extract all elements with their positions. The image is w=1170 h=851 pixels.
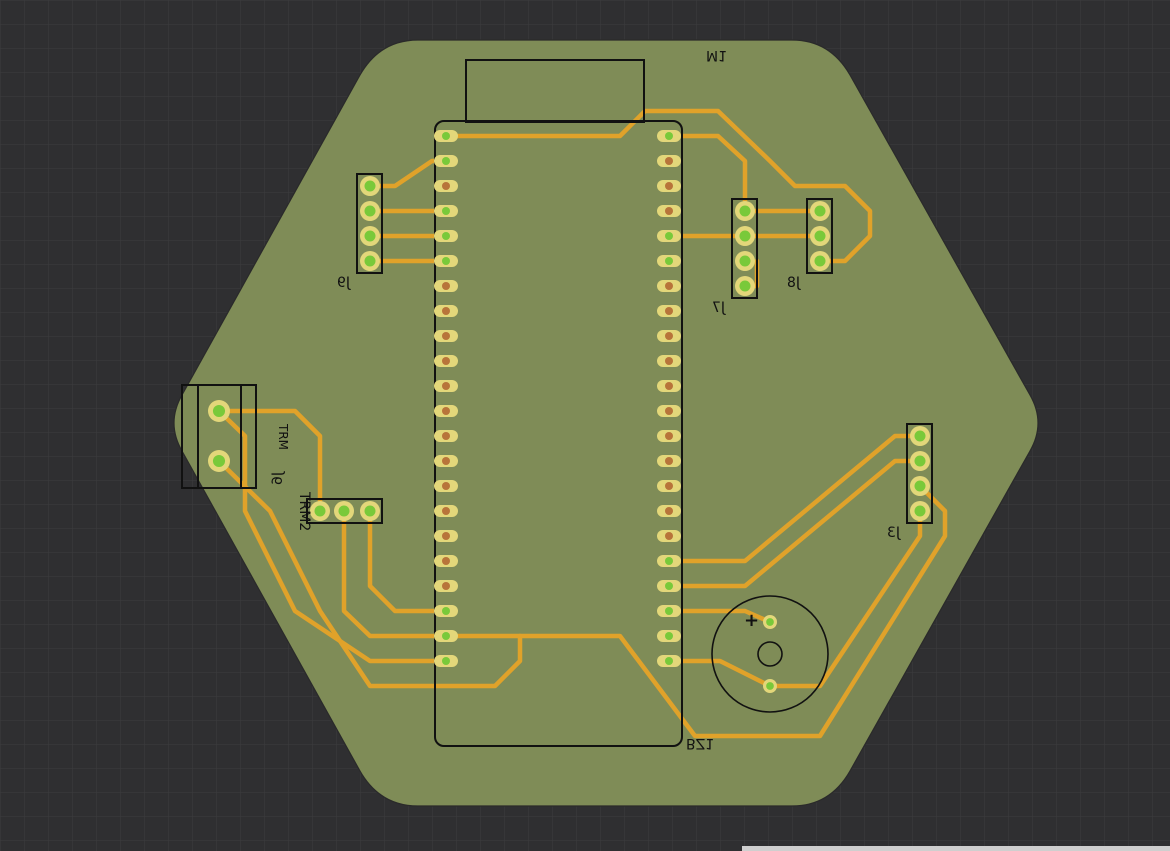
buzzer-pin-positive — [763, 615, 777, 629]
m1-left-pads — [434, 130, 458, 667]
m1-right-pad — [657, 380, 681, 392]
buzzer-pin-negative — [763, 679, 777, 693]
m1-left-pad — [434, 555, 458, 567]
j9-pin — [360, 201, 380, 221]
m1-right-pads — [657, 130, 681, 667]
j9-outline — [356, 173, 383, 274]
label-j8: J8 — [787, 275, 801, 291]
m1-right-pad — [657, 180, 681, 192]
j9-pin — [360, 251, 380, 271]
buzzer-outline — [711, 595, 829, 713]
j7-pin — [735, 276, 755, 296]
m1-left-pad — [434, 480, 458, 492]
j9-pin — [360, 176, 380, 196]
label-bz: BZ1 — [686, 735, 714, 751]
m1-right-pad — [657, 355, 681, 367]
m1-right-pad — [657, 330, 681, 342]
m1-left-pad — [434, 155, 458, 167]
m1-right-pad — [657, 455, 681, 467]
m1-left-pad — [434, 205, 458, 217]
m1-right-pad — [657, 555, 681, 567]
j6-header[interactable] — [306, 498, 383, 524]
j3-pin — [910, 451, 930, 471]
m1-right-pad — [657, 230, 681, 242]
m1-right-pad — [657, 405, 681, 417]
j9-pin — [360, 226, 380, 246]
m1-left-pad — [434, 580, 458, 592]
j7-header[interactable] — [731, 198, 758, 299]
m1-left-pad — [434, 305, 458, 317]
m1-left-pad — [434, 630, 458, 642]
m1-right-pad — [657, 480, 681, 492]
j3-pin — [910, 426, 930, 446]
m1-right-pad — [657, 255, 681, 267]
panel-edge — [742, 846, 1170, 851]
m1-right-pad — [657, 505, 681, 517]
buzzer-center — [757, 641, 783, 667]
label-j7: J7 — [712, 300, 726, 316]
j3-pin — [910, 501, 930, 521]
j8-pin — [810, 251, 830, 271]
m1-right-pad — [657, 530, 681, 542]
m1-left-pad — [434, 230, 458, 242]
label-trm2: TRM2 — [296, 491, 312, 531]
m1-right-pad — [657, 630, 681, 642]
trm-pin — [208, 450, 230, 472]
m1-right-pad — [657, 155, 681, 167]
j7-pin — [735, 226, 755, 246]
m1-left-pad — [434, 380, 458, 392]
j7-pin — [735, 251, 755, 271]
m1-left-pad — [434, 355, 458, 367]
j6-outline — [306, 498, 383, 524]
m1-right-pad — [657, 305, 681, 317]
m1-left-pad — [434, 330, 458, 342]
j8-outline — [806, 198, 833, 274]
m1-left-pad — [434, 605, 458, 617]
buzzer-plus-mark: + — [744, 610, 759, 631]
j3-outline — [906, 423, 933, 524]
trm-terminal-block[interactable] — [181, 384, 257, 489]
j9-header[interactable] — [356, 173, 383, 274]
m1-left-pad — [434, 180, 458, 192]
trm-outline — [181, 384, 257, 489]
label-trm: TRM — [276, 423, 290, 450]
m1-left-pad — [434, 655, 458, 667]
j3-header[interactable] — [906, 423, 933, 524]
m1-left-pad — [434, 455, 458, 467]
j6-pin — [334, 501, 354, 521]
m1-right-pad — [657, 205, 681, 217]
label-j3: J3 — [887, 525, 901, 541]
j7-pin — [735, 201, 755, 221]
m1-right-pad — [657, 655, 681, 667]
j3-pin — [910, 476, 930, 496]
m1-right-pad — [657, 130, 681, 142]
m1-right-pad — [657, 605, 681, 617]
m1-left-pad — [434, 130, 458, 142]
label-j9: J9 — [337, 275, 351, 291]
j6-pin — [310, 501, 330, 521]
trm-pin — [208, 400, 230, 422]
j8-pin — [810, 201, 830, 221]
j6-pin — [360, 501, 380, 521]
j8-header[interactable] — [806, 198, 833, 274]
m1-left-pad — [434, 255, 458, 267]
m1-left-pad — [434, 405, 458, 417]
label-m1: M1 — [706, 47, 727, 63]
m1-left-pad — [434, 505, 458, 517]
label-j6: J6 — [270, 471, 286, 485]
buzzer[interactable]: + — [711, 595, 829, 713]
j8-pin — [810, 226, 830, 246]
m1-right-pad — [657, 430, 681, 442]
m1-right-pad — [657, 580, 681, 592]
silkscreen-labels: M1 J9 J7 J8 J3 J6 TRM TRM2 BZ1 — [270, 47, 901, 751]
m1-left-pad — [434, 530, 458, 542]
m1-left-pad — [434, 430, 458, 442]
m1-right-pad — [657, 280, 681, 292]
j7-outline — [731, 198, 758, 299]
m1-left-pad — [434, 280, 458, 292]
